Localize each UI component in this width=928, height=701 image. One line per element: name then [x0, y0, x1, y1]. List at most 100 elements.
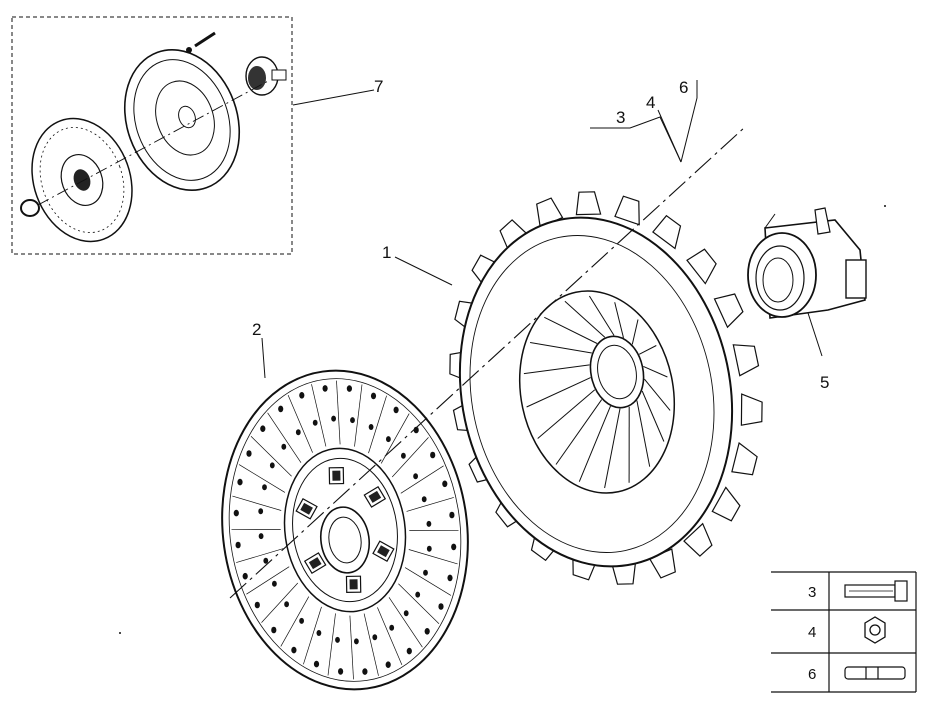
legend-row-4-number: 4 [808, 624, 816, 641]
rivet [258, 533, 264, 540]
cover-tooth [711, 486, 741, 522]
rivet [370, 392, 377, 400]
rivet [260, 425, 266, 433]
groove [388, 597, 423, 648]
damper-spring-coil [300, 502, 313, 515]
rivet [362, 668, 368, 675]
rivet [438, 603, 444, 610]
disc-grooves [231, 380, 459, 680]
rivet [421, 496, 427, 503]
diaphragm-finger [604, 408, 621, 489]
rivet [423, 569, 428, 576]
diaphragm-finger [578, 405, 611, 482]
groove [267, 412, 302, 463]
rivet [237, 478, 243, 486]
diaphragm-finger [643, 365, 668, 378]
groove [408, 549, 458, 565]
rivet [335, 636, 340, 643]
stray-dot [119, 632, 121, 634]
diaphragm-finger [588, 295, 615, 336]
rivet [271, 626, 277, 634]
rivet [281, 443, 287, 450]
diaphragm-finger [564, 300, 606, 338]
groove [280, 596, 310, 647]
diaphragm-finger [644, 378, 671, 411]
callout-2: 2 [252, 320, 261, 339]
rivet [413, 473, 418, 480]
diaphragm-finger [530, 342, 592, 354]
clutch-cover [449, 191, 763, 585]
diaphragm-fingers [523, 295, 671, 489]
groove [354, 384, 363, 447]
groove [404, 567, 452, 596]
rivet [346, 385, 352, 392]
rivet [442, 480, 448, 488]
kit-clutch-disc [31, 117, 133, 243]
diaphragm-finger [537, 389, 596, 439]
rivet [430, 451, 436, 459]
cover-tooth [740, 393, 763, 426]
rivet [449, 511, 455, 519]
rivet [451, 543, 457, 551]
assembly-axis [229, 126, 746, 599]
rivet [322, 385, 328, 392]
cover-tooth [686, 248, 717, 285]
groove [236, 548, 284, 563]
groove [349, 615, 354, 680]
rivet [426, 545, 432, 552]
leader-lines [261, 80, 823, 379]
cover-tooth [713, 293, 744, 329]
cover-tooth [614, 195, 640, 226]
cover-tooth [731, 441, 758, 476]
rivet [258, 508, 264, 515]
groove [327, 613, 336, 676]
bolt-icon [844, 580, 908, 602]
rivet [393, 406, 399, 414]
diaphragm-finger [638, 345, 657, 355]
rivet [401, 452, 406, 459]
rivet [386, 436, 391, 443]
callout-4: 4 [646, 93, 655, 112]
disc-rivets [233, 385, 457, 675]
rivet [284, 601, 289, 608]
rivet [254, 601, 260, 609]
rivet [233, 509, 239, 517]
rivet [372, 634, 378, 641]
legend-row-6-number: 6 [808, 666, 816, 683]
groove [261, 582, 299, 623]
kit-seal [20, 199, 40, 217]
groove [238, 464, 286, 493]
diaphragm-finger [523, 364, 590, 375]
kit-dashed-frame [11, 16, 293, 255]
groove [303, 606, 322, 665]
rivet [263, 557, 269, 564]
groove [336, 380, 341, 445]
rivet [278, 405, 284, 413]
callout-5: 5 [820, 373, 829, 392]
damper-spring-coil [349, 579, 358, 590]
rivet [331, 415, 336, 422]
rivet [389, 624, 395, 631]
callout-7: 7 [374, 77, 383, 96]
diaphragm-finger [526, 377, 591, 408]
kit-pressure-plate [123, 48, 241, 192]
rivet [272, 580, 277, 587]
rivet [368, 424, 374, 430]
diaphragm-finger [544, 316, 598, 344]
rivet [262, 484, 267, 491]
cover-tooth [652, 214, 682, 250]
cover-center-ring [589, 335, 645, 409]
kit-release-bearing [245, 56, 287, 96]
groove [311, 384, 327, 447]
rivet [269, 462, 275, 469]
rivet [354, 638, 359, 645]
diaphragm-finger [555, 399, 603, 465]
rivet [313, 660, 320, 668]
rivet [299, 392, 305, 399]
rivet [291, 646, 297, 654]
kit-bolt [186, 31, 216, 53]
groove [391, 437, 429, 478]
rivet [403, 610, 409, 617]
cover-tooth [575, 191, 602, 216]
